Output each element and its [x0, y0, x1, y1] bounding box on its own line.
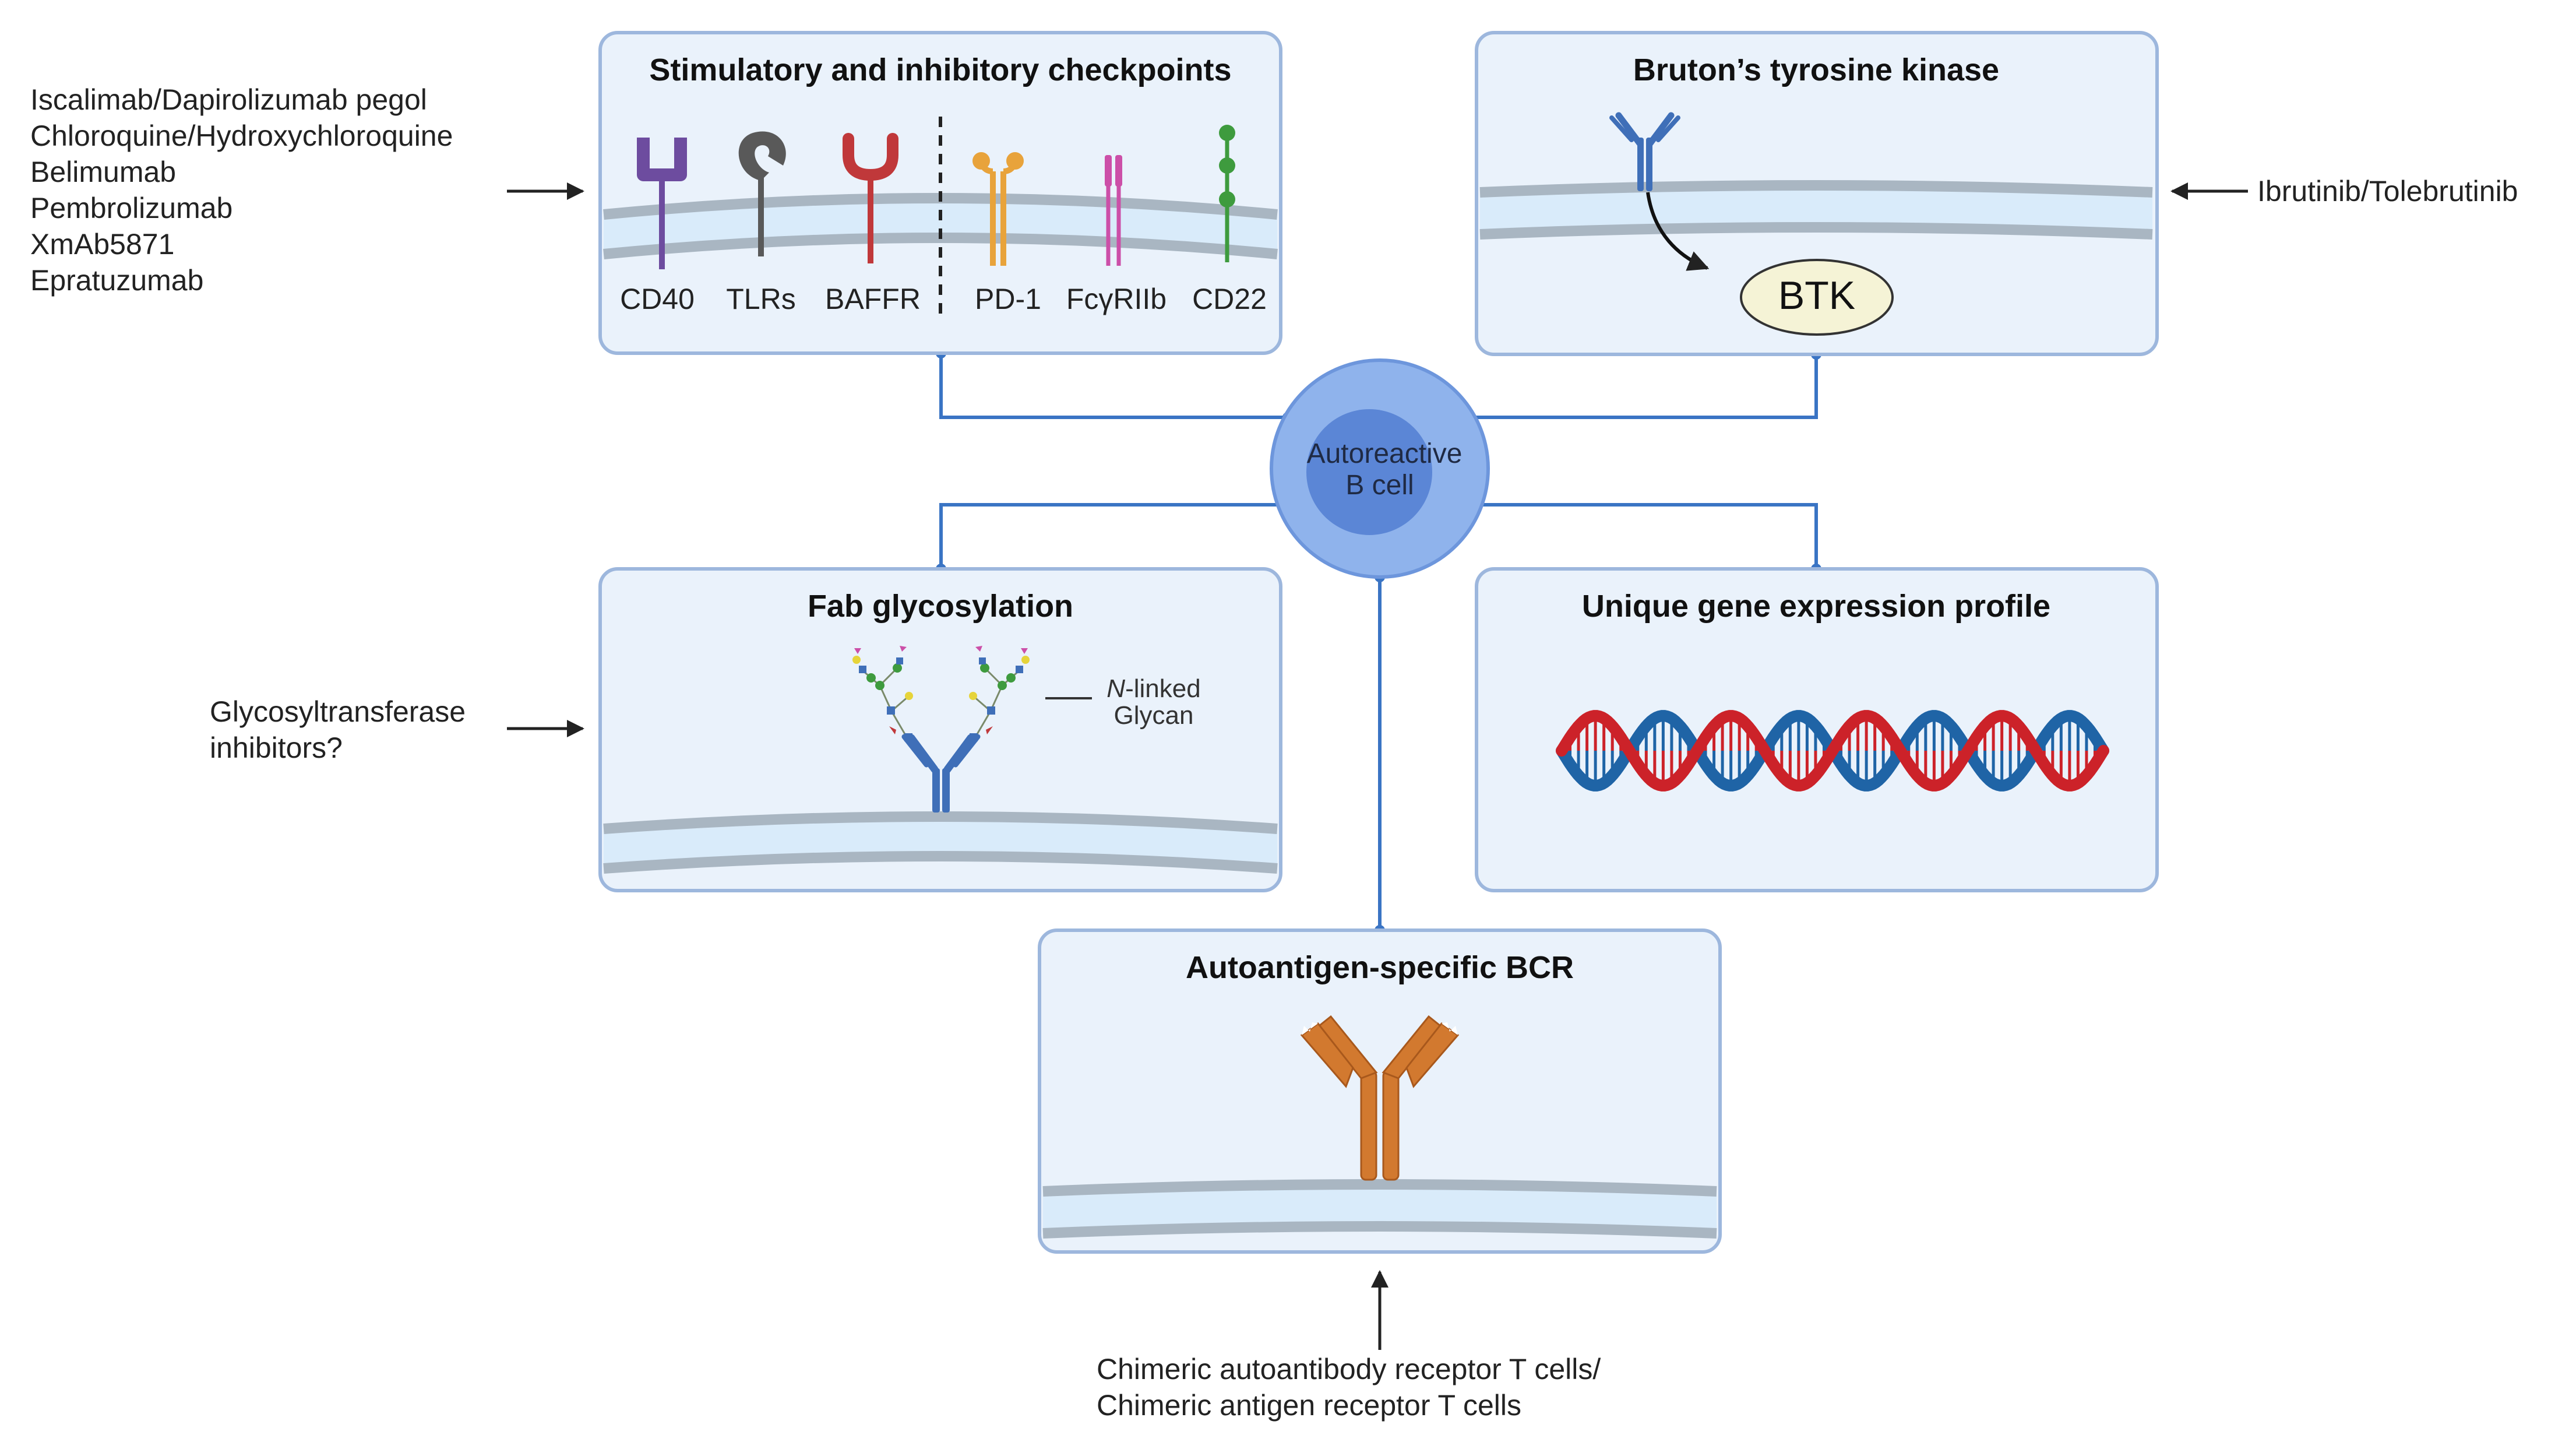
pd1-receptor-icon — [972, 152, 1024, 266]
btk-enzyme: BTK — [1740, 259, 1894, 336]
therapy-checkpoint-3: Pembrolizumab — [30, 192, 232, 224]
panel-fab-box — [598, 567, 1282, 892]
fcgriib-receptor-icon — [1105, 155, 1122, 266]
cell-label-line1: Autoreactive — [1307, 438, 1463, 469]
panel-gene-title: Unique gene expression profile — [1582, 589, 2050, 624]
tlr-receptor-icon — [738, 131, 786, 256]
autoreactive-b-cell: Autoreactive B cell — [1270, 358, 1490, 579]
panel-bcr-title: Autoantigen-specific BCR — [1186, 950, 1574, 985]
panel-fab: Fab glycosylation — [598, 567, 1282, 892]
connector-fab — [939, 503, 1282, 569]
therapy-fab-1: inhibitors? — [210, 731, 343, 764]
therapy-checkpoint-2: Belimumab — [30, 156, 176, 188]
connector-gene — [1387, 503, 1818, 569]
therapy-checkpoint-1: Chloroquine/Hydroxychloroquine — [30, 119, 453, 152]
connector-btk — [1445, 354, 1818, 419]
membrane-btk — [1479, 180, 2153, 240]
receptor-label-cd40: CD40 — [620, 283, 695, 315]
autoantigen-bcr-icon — [1300, 1015, 1460, 1181]
panel-fab-title: Fab glycosylation — [808, 589, 1073, 624]
therapy-fab-0: Glycosyltransferase — [210, 695, 466, 728]
panel-bcr-box — [1038, 928, 1722, 1254]
receptor-label-baffr: BAFFR — [825, 283, 921, 315]
panel-btk: Bruton’s tyrosine kinase BTK — [1475, 31, 2159, 356]
glycan-tree-right-icon — [969, 646, 1030, 741]
cd22-receptor-icon — [1219, 125, 1235, 262]
membrane-fab — [603, 811, 1278, 874]
receptor-label-cd22: CD22 — [1192, 283, 1267, 315]
bcr-antibody-icon — [1609, 112, 1680, 191]
panel-checkpoints-title: Stimulatory and inhibitory checkpoints — [649, 52, 1231, 87]
therapy-btk-0: Ibrutinib/Tolebrutinib — [2257, 175, 2518, 207]
therapy-bcr-1: Chimeric antigen receptor T cells — [1097, 1389, 1521, 1422]
connector-checkpoints — [939, 353, 1288, 419]
glycan-label-line2: Glycan — [1114, 701, 1194, 730]
receptor-label-fcgriib: FcγRIIb — [1066, 283, 1167, 315]
cd40-receptor-icon — [637, 138, 687, 269]
therapy-bcr-0: Chimeric autoantibody receptor T cells/ — [1097, 1353, 1601, 1385]
panel-btk-title: Bruton’s tyrosine kinase — [1633, 52, 1999, 87]
therapy-checkpoint-4: XmAb5871 — [30, 228, 174, 261]
glycan-label-line1: N-linked — [1106, 674, 1200, 703]
receptor-label-tlrs: TLRs — [726, 283, 795, 315]
therapy-checkpoint-0: Iscalimab/Dapirolizumab pegol — [30, 83, 427, 116]
btk-enzyme-label: BTK — [1778, 273, 1855, 318]
glycan-tree-left-icon — [852, 646, 913, 741]
panel-bcr: Autoantigen-specific BCR — [1038, 928, 1722, 1254]
therapy-checkpoint-5: Epratuzumab — [30, 264, 203, 297]
baffr-receptor-icon — [843, 133, 898, 263]
panel-checkpoints: Stimulatory and inhibitory checkpoints — [598, 31, 1282, 355]
panel-gene: Unique gene expression profile — [1475, 567, 2159, 892]
dna-strand-red — [1556, 710, 2109, 792]
therapies-checkpoints: Iscalimab/Dapirolizumab pegol Chloroquin… — [30, 83, 453, 297]
btk-activation-arrow — [1646, 192, 1710, 271]
receptor-label-pd1: PD-1 — [975, 283, 1041, 315]
cell-label-line2: B cell — [1345, 470, 1414, 501]
membrane-bcr — [1042, 1179, 1717, 1239]
dna-helix-icon — [1556, 710, 2109, 792]
